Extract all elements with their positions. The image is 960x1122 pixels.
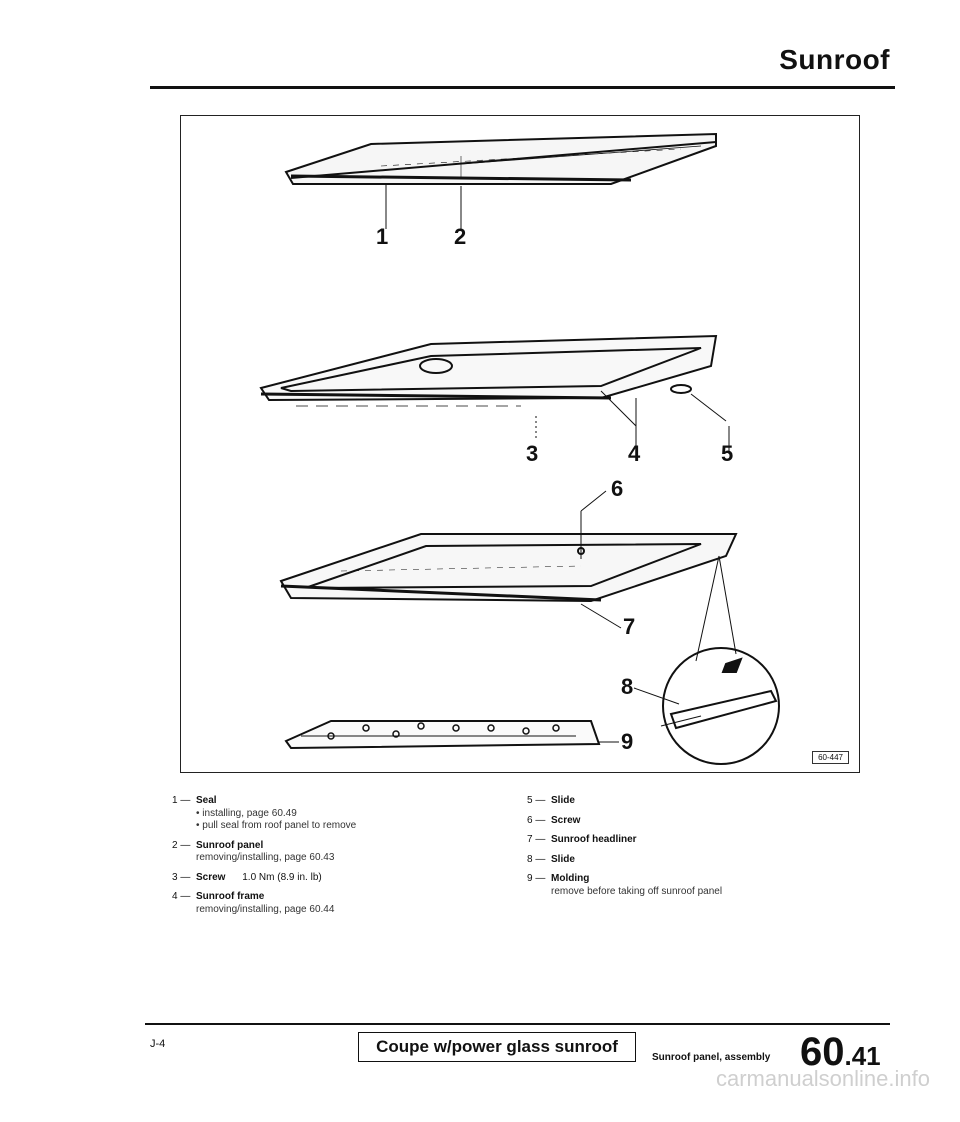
page-number-minor: .41 — [844, 1041, 881, 1071]
legend-left-column: 1 — Seal • installing, page 60.49 • pull … — [172, 795, 502, 923]
section-name: Sunroof panel, assembly — [652, 1052, 771, 1063]
legend-num: 9 — — [527, 873, 546, 884]
footer-rule — [145, 1023, 890, 1025]
legend-label: Seal — [196, 795, 217, 806]
legend-num: 6 — — [527, 814, 546, 826]
legend-item: 3 — Screw 1.0 Nm (8.9 in. lb) — [172, 872, 502, 885]
watermark: carmanualsonline.info — [715, 1066, 930, 1091]
legend-num: 1 — — [172, 795, 191, 806]
legend-item: 6 — Screw — [527, 815, 857, 828]
legend-item: 7 — Sunroof headliner — [527, 834, 857, 847]
callout-1: 1 — [376, 224, 389, 249]
legend-num: 7 — — [527, 834, 546, 845]
legend-item: 1 — Seal • installing, page 60.49 • pull … — [172, 795, 502, 833]
legend-label: Screw — [196, 871, 226, 883]
legend-label: Screw — [551, 814, 581, 826]
page-code: J-4 — [150, 1038, 166, 1050]
legend-num: 3 — — [172, 871, 191, 883]
legend-label: Sunroof frame — [196, 891, 265, 902]
sunroof-exploded-drawing — [259, 132, 780, 765]
legend-label: Slide — [551, 795, 575, 806]
legend-item: 5 — Slide — [527, 795, 857, 808]
legend-item: 2 — Sunroof panel removing/installing, pa… — [172, 840, 502, 865]
legend-num: 8 — — [527, 853, 546, 865]
legend-detail: • pull seal from roof panel to remove — [196, 820, 357, 831]
legend-num: 5 — — [527, 795, 546, 806]
page-number-major: 60 — [800, 1030, 845, 1074]
legend-num: 2 — — [172, 839, 191, 851]
callout-7: 7 — [623, 614, 636, 639]
legend-detail: 1.0 Nm (8.9 in. lb) — [242, 871, 322, 883]
legend-detail: remove before taking off sunroof panel — [551, 885, 723, 897]
legend-detail: • installing, page 60.49 — [196, 807, 297, 819]
callout-9: 9 — [621, 729, 634, 754]
callout-3: 3 — [526, 441, 539, 466]
legend-label: Slide — [551, 853, 575, 865]
legend-item: 8 — Slide — [527, 854, 857, 867]
callout-5: 5 — [721, 441, 734, 466]
legend-label: Sunroof headliner — [551, 834, 637, 845]
header-rule — [150, 86, 895, 89]
callout-2: 2 — [454, 224, 467, 249]
legend-item: 4 — Sunroof frame removing/installing, pa… — [172, 891, 502, 916]
callout-4: 4 — [628, 441, 641, 466]
figure-number: 60-447 — [812, 751, 849, 764]
legend-detail: removing/installing, page 60.43 — [196, 852, 335, 863]
legend-right-column: 5 — Slide 6 — Screw 7 — Sunroof headliner 8… — [527, 795, 857, 905]
legend-num: 4 — — [172, 891, 191, 902]
legend-label: Sunroof panel — [196, 839, 264, 851]
callout-8: 8 — [621, 674, 634, 699]
legend-detail: removing/installing, page 60.44 — [196, 903, 335, 915]
model-label: Coupe w/power glass sunroof — [358, 1032, 636, 1062]
exploded-view-figure: 1 2 3 4 5 6 7 8 9 60-447 — [180, 115, 860, 773]
legend-item: 9 — Molding remove before taking off sunr… — [527, 873, 857, 898]
callout-6: 6 — [611, 476, 624, 501]
legend-label: Molding — [551, 873, 590, 884]
page-number: 60.41 — [800, 1030, 881, 1075]
page-title: Sunroof — [779, 44, 890, 75]
